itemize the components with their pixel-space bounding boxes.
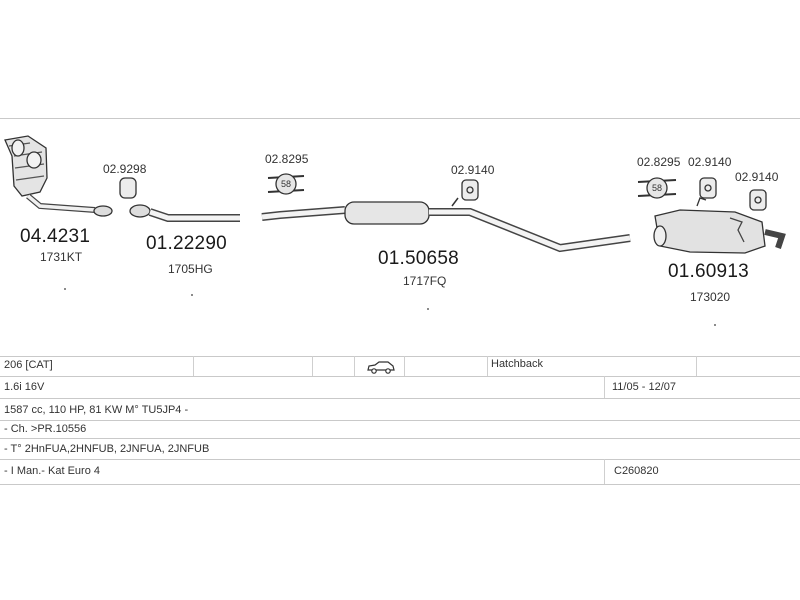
spec-cell: 1587 cc, 110 HP, 81 KW M° TU5JP4 - (4, 404, 189, 416)
catalytic-converter-part (4, 135, 113, 217)
years-cell: 11/05 - 12/07 (612, 381, 677, 393)
marker-dot (191, 294, 193, 296)
clamp-02-9140-b (699, 177, 717, 199)
table-column-divider (404, 356, 405, 376)
table-divider (0, 356, 800, 357)
table-divider (0, 484, 800, 485)
middle-silencer-part (261, 197, 631, 253)
part-code: 173020 (690, 290, 731, 304)
model-cell: 206 [CAT] (4, 359, 53, 371)
table-column-divider (604, 376, 605, 398)
marker-dot (64, 288, 66, 290)
table-column-divider (312, 356, 313, 376)
clamp-label: 02.9298 (103, 162, 147, 176)
table-divider (0, 438, 800, 439)
table-column-divider (354, 356, 355, 376)
clamp-02-9140-c (749, 189, 767, 211)
table-divider (0, 459, 800, 460)
clamp-label: 02.9140 (735, 170, 779, 184)
part-number: 01.60913 (668, 261, 749, 282)
code-cell: C260820 (614, 465, 659, 477)
rear-silencer-part (653, 197, 786, 254)
clamp-02-9298 (119, 177, 137, 199)
clamp-label: 02.9140 (451, 163, 495, 177)
table-divider (0, 376, 800, 377)
clamp-02-8295-a (267, 173, 305, 195)
part-number: 04.4231 (20, 226, 91, 247)
body-type-cell: Hatchback (491, 358, 543, 370)
engine-cell: 1.6i 16V (4, 381, 45, 393)
clamp-02-8295-b (637, 177, 677, 199)
table-divider (0, 420, 800, 421)
exhaust-diagram: 58 58 (4, 135, 786, 254)
clamp-label: 02.8295 (265, 152, 309, 166)
table-column-divider (193, 356, 194, 376)
marker-dot (427, 308, 429, 310)
part-code: 1705HG (168, 262, 213, 276)
table-column-divider (604, 459, 605, 484)
top-border (0, 118, 800, 119)
clamp-label: 02.9140 (688, 155, 732, 169)
part-number: 01.50658 (378, 248, 459, 269)
part-number: 01.22290 (146, 233, 227, 254)
table-divider (0, 398, 800, 399)
clamp-badge: 58 (652, 183, 662, 193)
part-code: 1731KT (40, 250, 83, 264)
car-icon (367, 361, 395, 374)
clamp-badge: 58 (281, 179, 291, 189)
clamp-02-9140-a (461, 179, 479, 201)
types-cell: - T° 2HnFUA,2HNFUB, 2JNFUA, 2JNFUB (4, 443, 210, 455)
clamp-label: 02.8295 (637, 155, 681, 169)
part-code: 1717FQ (403, 274, 447, 288)
front-pipe-part (129, 204, 240, 222)
table-column-divider (487, 356, 488, 376)
table-column-divider (696, 356, 697, 376)
marker-dot (714, 324, 716, 326)
transmission-cell: - I Man.- Kat Euro 4 (4, 465, 100, 477)
chassis-cell: - Ch. >PR.10556 (4, 423, 87, 435)
